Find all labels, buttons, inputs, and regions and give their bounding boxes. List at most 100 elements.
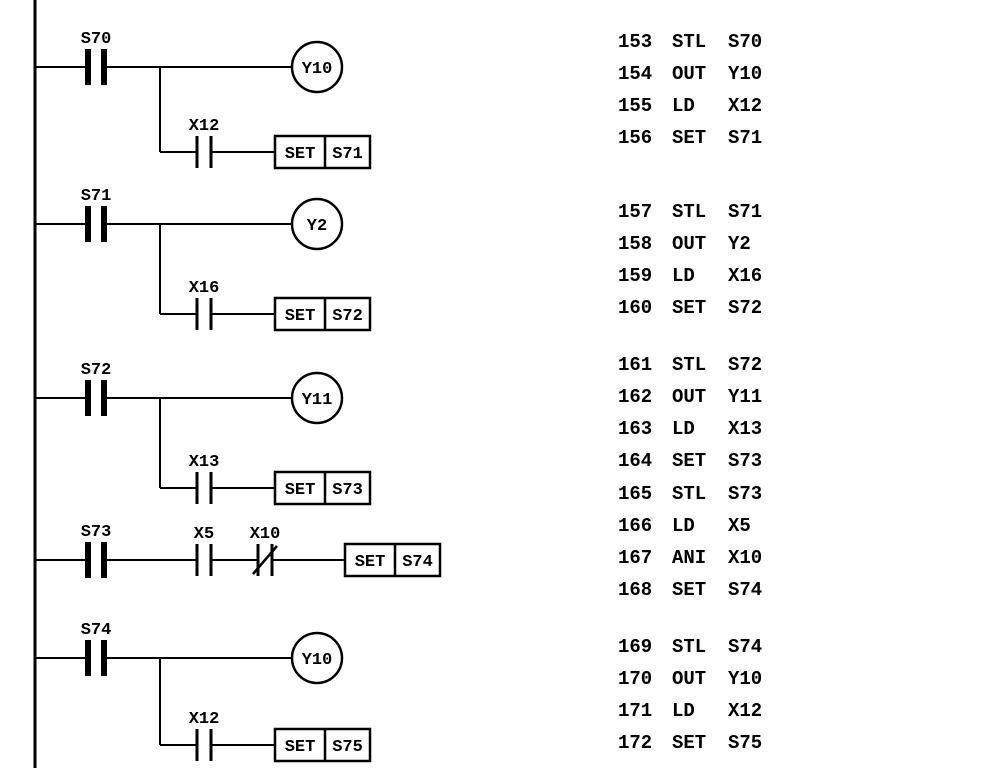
stl-contact-bar — [101, 380, 107, 416]
instruction-opcode: STL — [672, 483, 707, 505]
stl-contact-bar — [101, 206, 107, 242]
instruction-row: 171 LD X12 — [618, 695, 818, 727]
nc-contact-slash — [252, 545, 278, 575]
instruction-operand: S73 — [728, 483, 763, 505]
instruction-opcode: SET — [672, 732, 707, 754]
instruction-number: 164 — [618, 450, 653, 472]
output-coil — [290, 40, 344, 94]
set-box-operand: S73 — [332, 481, 363, 500]
instruction-operand: S73 — [728, 450, 763, 472]
instruction-number: 171 — [618, 700, 653, 722]
instruction-operand: X13 — [728, 418, 763, 440]
instruction-operand: S70 — [728, 31, 763, 53]
instruction-opcode: SET — [672, 450, 707, 472]
instruction-number: 165 — [618, 483, 653, 505]
instruction-opcode: LD — [672, 515, 695, 537]
instruction-operand: X16 — [728, 265, 763, 287]
stl-contact-label: S74 — [81, 621, 112, 640]
instruction-operand: X12 — [728, 700, 763, 722]
instruction-number: 167 — [618, 547, 653, 569]
instruction-row: 172 SET S75 — [618, 727, 818, 759]
instruction-row: 163 LD X13 — [618, 413, 818, 445]
contact-label: X12 — [189, 117, 220, 136]
instruction-number: 155 — [618, 95, 653, 117]
instruction-opcode: LD — [672, 700, 695, 722]
instruction-number: 169 — [618, 636, 653, 658]
instruction-number: 170 — [618, 668, 653, 690]
contact-label: X5 — [194, 525, 214, 544]
instruction-row: 155 LD X12 — [618, 90, 818, 122]
instruction-number: 162 — [618, 386, 653, 408]
instruction-operand: X10 — [728, 547, 763, 569]
instruction-number: 156 — [618, 127, 653, 149]
instruction-row: 153 STL S70 — [618, 26, 818, 58]
instruction-operand: Y2 — [728, 233, 751, 255]
instruction-opcode: LD — [672, 418, 695, 440]
stl-contact-bar — [101, 542, 107, 578]
instruction-operand: X12 — [728, 95, 763, 117]
instruction-row: 165 STL S73 — [618, 478, 818, 510]
instruction-number: 159 — [618, 265, 653, 287]
set-box — [273, 296, 372, 332]
instruction-opcode: OUT — [672, 233, 707, 255]
instruction-operand: S75 — [728, 732, 763, 754]
instruction-opcode: STL — [672, 201, 707, 223]
set-box-operand: S71 — [332, 145, 363, 164]
instruction-number: 154 — [618, 63, 653, 85]
instruction-opcode: STL — [672, 354, 707, 376]
instruction-operand: Y10 — [728, 668, 763, 690]
set-box-operand: S74 — [402, 553, 433, 572]
output-coil — [290, 371, 344, 425]
set-box-operand: S72 — [332, 307, 363, 326]
instruction-number: 163 — [618, 418, 653, 440]
contact-label: X10 — [250, 525, 281, 544]
instruction-opcode: OUT — [672, 386, 707, 408]
instruction-number: 153 — [618, 31, 653, 53]
instruction-opcode: LD — [672, 95, 695, 117]
coil-label: Y2 — [307, 217, 327, 236]
instruction-opcode: OUT — [672, 668, 707, 690]
set-box-operand: S75 — [332, 738, 363, 757]
coil-label: Y10 — [302, 651, 333, 670]
set-box — [273, 134, 372, 170]
instruction-row: 164 SET S73 — [618, 445, 818, 477]
instruction-opcode: STL — [672, 31, 707, 53]
set-box-op: SET — [285, 481, 316, 500]
coil-label: Y11 — [302, 391, 333, 410]
stl-contact-bar — [85, 380, 91, 416]
instruction-opcode: STL — [672, 636, 707, 658]
set-box — [273, 727, 372, 763]
contact-label: X12 — [189, 710, 220, 729]
instruction-operand: S72 — [728, 297, 763, 319]
instruction-operand: S74 — [728, 579, 763, 601]
instruction-operand: S74 — [728, 636, 763, 658]
instruction-number: 157 — [618, 201, 653, 223]
set-box-op: SET — [285, 307, 316, 326]
instruction-opcode: SET — [672, 297, 707, 319]
instruction-number: 172 — [618, 732, 653, 754]
stl-contact-bar — [85, 49, 91, 85]
contact-label: X13 — [189, 453, 220, 472]
output-coil — [290, 631, 344, 685]
instruction-opcode: SET — [672, 127, 707, 149]
instruction-number: 168 — [618, 579, 653, 601]
instruction-operand: S71 — [728, 201, 763, 223]
set-box-op: SET — [285, 145, 316, 164]
instruction-operand: S72 — [728, 354, 763, 376]
set-box-op: SET — [355, 553, 386, 572]
stl-contact-bar — [101, 640, 107, 676]
stl-contact-bar — [85, 542, 91, 578]
instruction-number: 158 — [618, 233, 653, 255]
